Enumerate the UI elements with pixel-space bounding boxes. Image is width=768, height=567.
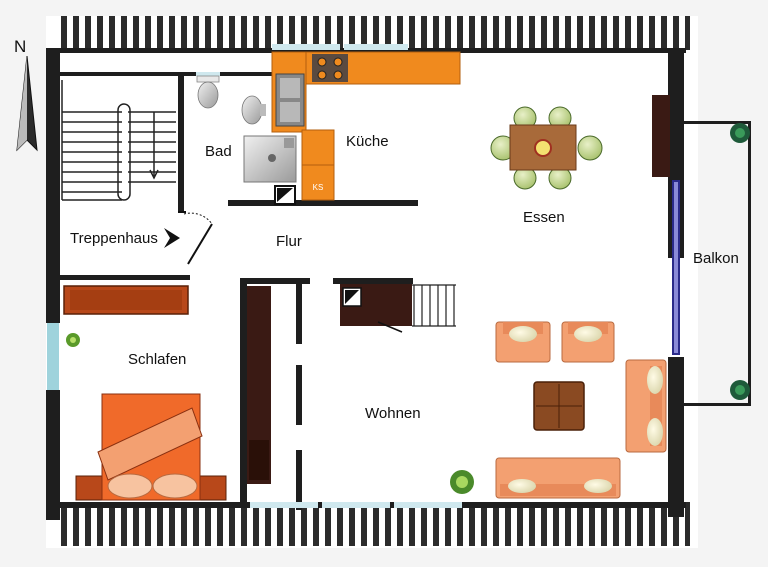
north-label: N [14, 37, 26, 56]
stairhall-door[interactable] [178, 211, 213, 265]
room-label-schlafen: Schlafen [128, 351, 186, 368]
stove-icon [312, 54, 348, 82]
plant-icon [730, 380, 750, 400]
plant-icon [450, 470, 474, 494]
dining-table [490, 106, 603, 190]
room-label-essen: Essen [523, 209, 565, 226]
north-arrow-icon [16, 55, 38, 152]
staircase [61, 80, 176, 201]
armchair [561, 321, 615, 363]
armchair [495, 321, 551, 363]
fridge-label: KS [313, 183, 324, 192]
shower-icon [243, 135, 297, 183]
sideboard [652, 95, 670, 177]
room-label-flur: Flur [276, 233, 302, 250]
plant-icon [730, 123, 750, 143]
plant-icon [66, 333, 80, 347]
kitchen-sink-icon [275, 73, 305, 127]
living-stairs [340, 284, 456, 333]
kitchen-counter [271, 51, 461, 201]
room-label-wohnen: Wohnen [365, 405, 421, 422]
room-label-kueche: Küche [346, 133, 389, 150]
room-label-treppenhaus: Treppenhaus [70, 230, 158, 247]
staircase-arrow-icon [164, 228, 180, 248]
windows [47, 44, 680, 508]
double-bed [75, 393, 227, 501]
wardrobe-door [70, 290, 182, 310]
sofa-bottom [495, 457, 621, 499]
toilet-icon [196, 75, 220, 109]
coffee-table [533, 381, 585, 431]
chimney-icon [274, 185, 296, 205]
hall-shelf-lower [249, 440, 269, 480]
room-label-bad: Bad [205, 143, 232, 160]
washbasin-icon [241, 95, 266, 125]
room-label-balkon: Balkon [693, 250, 739, 267]
sofa-right [625, 359, 667, 453]
